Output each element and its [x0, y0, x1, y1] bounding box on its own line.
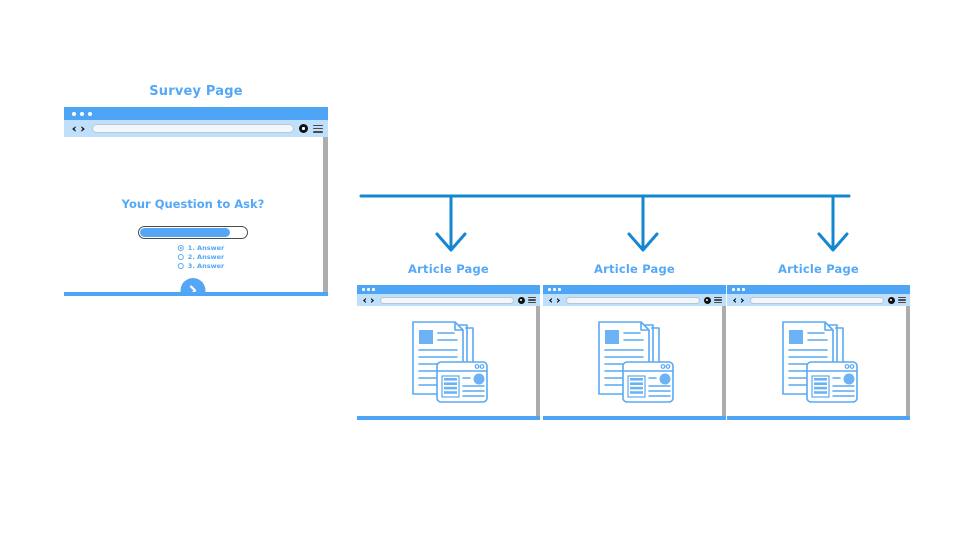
close-circle-icon[interactable] — [703, 296, 711, 304]
option-label-1: 1. Answer — [187, 244, 225, 252]
window-dot-2 — [553, 288, 556, 291]
window-dot-1 — [548, 288, 551, 291]
arrow-left-icon — [732, 297, 736, 303]
window-dot-1 — [362, 288, 365, 291]
hamburger-menu-icon[interactable] — [898, 297, 906, 303]
close-circle-icon-wrap[interactable] — [703, 296, 711, 304]
survey-submit-button[interactable] — [180, 278, 206, 292]
radio-icon-1[interactable] — [177, 245, 184, 252]
window-dot-3 — [88, 111, 92, 116]
survey-window-footer — [64, 292, 328, 296]
option-label-3: 3. Answer — [187, 262, 225, 270]
article-scrollbar-3[interactable] — [906, 306, 910, 416]
article-browser-window-1 — [357, 285, 540, 420]
window-dot-2 — [737, 288, 740, 291]
survey-answer-input[interactable] — [138, 226, 248, 239]
hamburger-menu-icon[interactable] — [528, 297, 536, 303]
option-row-3[interactable]: 3. Answer — [177, 262, 225, 270]
article-page-title-1: Article Page — [408, 262, 489, 276]
article-window-titlebar-3 — [727, 285, 910, 294]
close-circle-icon-wrap[interactable] — [517, 296, 525, 304]
hamburger-menu-icon[interactable] — [313, 124, 323, 133]
close-circle-icon[interactable] — [517, 296, 525, 304]
article-window-footer-2 — [543, 416, 726, 420]
window-dot-2 — [367, 288, 370, 291]
option-label-2: 2. Answer — [187, 253, 225, 261]
article-documents-illustration — [411, 321, 488, 403]
chevron-right-icon — [190, 285, 197, 292]
arrow-right-icon — [81, 125, 85, 132]
window-dot-2 — [80, 111, 84, 116]
flow-connector — [359, 194, 851, 252]
article-browser-window-3 — [727, 285, 910, 420]
survey-window-toolbar — [64, 120, 328, 137]
article-scrollbar-2[interactable] — [722, 306, 726, 416]
article-window-toolbar-3 — [727, 294, 910, 306]
arrow-right-icon — [371, 297, 375, 303]
article-window-titlebar-1 — [357, 285, 540, 294]
option-row-2[interactable]: 2. Answer — [177, 253, 225, 261]
window-dot-1 — [72, 111, 76, 116]
article-documents-illustration — [781, 321, 858, 403]
article-window-body-1 — [357, 306, 540, 416]
close-circle-icon[interactable] — [299, 124, 308, 133]
article-address-bar-3[interactable] — [749, 296, 884, 304]
article-address-bar-2[interactable] — [565, 296, 700, 304]
nav-arrows-group[interactable] — [361, 297, 376, 304]
window-dot-1 — [732, 288, 735, 291]
arrow-right-icon — [741, 297, 745, 303]
article-window-body-2 — [543, 306, 726, 416]
close-circle-icon-wrap[interactable] — [299, 124, 308, 133]
survey-options-list: 1. Answer 2. Answer 3. Answer — [177, 244, 225, 270]
arrow-left-icon — [362, 297, 366, 303]
close-circle-icon[interactable] — [887, 296, 895, 304]
survey-page-title: Survey Page — [149, 84, 243, 99]
hamburger-menu-icon[interactable] — [714, 297, 722, 303]
article-window-titlebar-2 — [543, 285, 726, 294]
window-dot-3 — [742, 288, 745, 291]
radio-icon-3[interactable] — [177, 263, 184, 270]
window-dot-3 — [558, 288, 561, 291]
survey-window-titlebar — [64, 107, 328, 120]
article-window-toolbar-2 — [543, 294, 726, 306]
article-page-title-3: Article Page — [778, 262, 859, 276]
article-window-body-3 — [727, 306, 910, 416]
article-window-toolbar-1 — [357, 294, 540, 306]
nav-arrows-group[interactable] — [547, 297, 562, 304]
radio-icon-2[interactable] — [177, 254, 184, 261]
arrow-left-icon — [72, 125, 76, 132]
article-window-footer-1 — [357, 416, 540, 420]
arrow-left-icon — [548, 297, 552, 303]
survey-window-body: Your Question to Ask? 1. Answer 2. Answe… — [64, 137, 328, 292]
article-documents-illustration — [597, 321, 674, 403]
article-address-bar-1[interactable] — [379, 296, 514, 304]
article-scrollbar-1[interactable] — [536, 306, 540, 416]
survey-scrollbar[interactable] — [323, 137, 328, 292]
close-circle-icon-wrap[interactable] — [887, 296, 895, 304]
nav-arrows-group[interactable] — [70, 125, 87, 133]
answer-input-fill — [140, 228, 230, 237]
article-window-footer-3 — [727, 416, 910, 420]
survey-question-heading: Your Question to Ask? — [121, 197, 265, 211]
article-browser-window-2 — [543, 285, 726, 420]
window-dot-3 — [372, 288, 375, 291]
survey-browser-window: Your Question to Ask? 1. Answer 2. Answe… — [64, 107, 328, 296]
article-page-title-2: Article Page — [594, 262, 675, 276]
arrow-right-icon — [557, 297, 561, 303]
option-row-1[interactable]: 1. Answer — [177, 244, 225, 252]
survey-address-bar[interactable] — [92, 124, 294, 133]
nav-arrows-group[interactable] — [731, 297, 746, 304]
